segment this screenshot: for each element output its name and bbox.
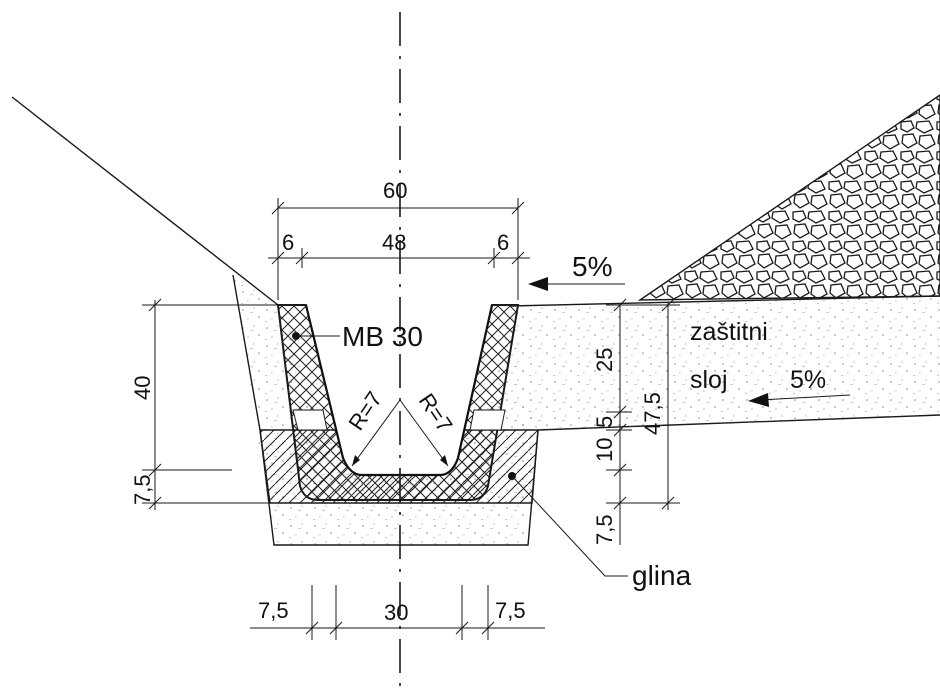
dim-layer-10: 10 bbox=[592, 438, 617, 462]
slope-arrow-layer bbox=[759, 394, 851, 401]
sand-strip-left bbox=[292, 409, 328, 431]
ground-slope-line bbox=[11, 96, 279, 306]
protective-layer-fill bbox=[510, 296, 940, 430]
label-protective-line1: zaštitni bbox=[690, 318, 768, 346]
label-mb30: MB 30 bbox=[342, 321, 423, 352]
dim-bottom-right-7-5: 7,5 bbox=[495, 598, 526, 623]
dim-depth-40: 40 bbox=[130, 376, 155, 400]
protective-layer-top-line bbox=[509, 295, 940, 307]
slope-arrowhead-top bbox=[528, 277, 548, 291]
slope-arrowhead-layer bbox=[748, 393, 769, 407]
dim-bottom-30: 30 bbox=[384, 600, 408, 625]
radius-arrow-left bbox=[351, 399, 401, 467]
dim-layer-25: 25 bbox=[592, 348, 617, 372]
dim-top-60: 60 bbox=[383, 178, 407, 203]
radius-arrowhead-right bbox=[440, 455, 448, 466]
protective-layer-bottom-line bbox=[537, 414, 940, 431]
label-glina: glina bbox=[632, 560, 692, 591]
radius-arrowhead-left bbox=[352, 455, 360, 466]
radius-arrow-right bbox=[399, 399, 449, 467]
dim-total-47-5: 47,5 bbox=[640, 392, 665, 435]
dim-bottom-left-7-5: 7,5 bbox=[258, 598, 289, 623]
label-slope-layer: 5% bbox=[790, 366, 826, 394]
label-slope-top: 5% bbox=[572, 251, 612, 282]
label-protective-line2: sloj bbox=[690, 366, 728, 394]
clay-leader-line bbox=[511, 475, 628, 577]
sand-strip-right bbox=[469, 409, 506, 431]
bottom-dimensions bbox=[250, 585, 545, 640]
channel-opening bbox=[306, 305, 492, 475]
dim-left-6: 6 bbox=[282, 230, 294, 255]
dim-layer-5: 5 bbox=[592, 416, 617, 428]
dim-layer-7-5: 7,5 bbox=[592, 514, 617, 545]
trench-outline bbox=[232, 274, 539, 546]
top-dimensions bbox=[268, 198, 530, 300]
channel-inner-line bbox=[304, 304, 494, 477]
dim-left-7-5: 7,5 bbox=[130, 474, 155, 505]
right-dimensions bbox=[606, 298, 680, 545]
left-dimensions bbox=[142, 298, 278, 510]
dim-inner-48: 48 bbox=[382, 230, 406, 255]
dim-right-6: 6 bbox=[497, 230, 509, 255]
rock-fill-embankment bbox=[637, 94, 940, 301]
